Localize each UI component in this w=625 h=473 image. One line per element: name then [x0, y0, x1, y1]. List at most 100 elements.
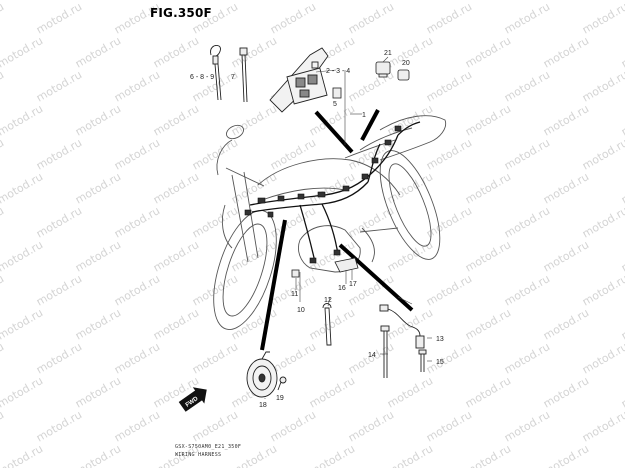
watermark-text: motod.ru: [580, 272, 625, 308]
callout-leaders: [264, 56, 432, 399]
watermark-text: motod.ru: [502, 340, 552, 376]
callout-21: 21: [384, 50, 392, 57]
watermark-text: motod.ru: [502, 136, 552, 172]
watermark-text: motod.ru: [580, 340, 625, 376]
watermark-text: motod.ru: [502, 68, 552, 104]
watermark-text: motod.ru: [0, 204, 6, 240]
watermark-text: motod.ru: [112, 272, 162, 308]
watermark-text: motod.ru: [34, 0, 84, 36]
watermark-text: motod.ru: [0, 306, 45, 342]
watermark-text: motod.ru: [151, 306, 201, 342]
watermark-text: motod.ru: [151, 0, 201, 3]
watermark-text: motod.ru: [73, 170, 123, 206]
watermark-text: motod.ru: [34, 272, 84, 308]
watermark-text: motod.ru: [619, 170, 625, 206]
fuse-part-5: [332, 87, 342, 99]
watermark-text: motod.ru: [424, 204, 474, 240]
watermark-text: motod.ru: [463, 238, 513, 274]
watermark-text: motod.ru: [580, 204, 625, 240]
leader-arrows: [260, 109, 414, 351]
callout-15: 15: [436, 359, 444, 366]
watermark-text: motod.ru: [385, 442, 435, 468]
watermark-text: motod.ru: [0, 272, 6, 308]
watermark-text: motod.ru: [190, 204, 240, 240]
watermark-text: motod.ru: [619, 238, 625, 274]
watermark-text: motod.ru: [541, 306, 591, 342]
watermark-text: motod.ru: [541, 102, 591, 138]
watermark-text: motod.ru: [151, 170, 201, 206]
watermark-text: motod.ru: [112, 340, 162, 376]
watermark-text: motod.ru: [229, 102, 279, 138]
clamp-part-12: [322, 303, 332, 346]
callout-labels: 6 - 8 - 9 7 2 - 3 - 4 5 21 20 1 11 10 16…: [190, 50, 444, 409]
watermark-text: motod.ru: [0, 0, 6, 36]
callout-12: 12: [324, 297, 332, 304]
watermark-text: motod.ru: [190, 136, 240, 172]
watermark-text: motod.ru: [0, 170, 45, 206]
watermark-text: motod.ru: [0, 340, 6, 376]
watermark-text: motod.ru: [151, 102, 201, 138]
watermark-text: motod.ru: [73, 374, 123, 410]
watermark-text: motod.ru: [229, 238, 279, 274]
callout-2-3-4: 2 - 3 - 4: [326, 68, 350, 75]
figure-title: FIG.350F: [150, 6, 212, 20]
relay-part-20: [397, 69, 410, 81]
watermark-text: motod.ru: [619, 374, 625, 410]
watermark-text: motod.ru: [502, 272, 552, 308]
watermark-text: motod.ru: [619, 442, 625, 468]
watermark-text: motod.ru: [502, 0, 552, 36]
watermark-text: motod.ru: [229, 34, 279, 70]
watermark-text: motod.ru: [0, 102, 45, 138]
watermark-text: motod.ru: [268, 136, 318, 172]
watermark-text: motod.ru: [73, 34, 123, 70]
watermark-text: motod.ru: [463, 442, 513, 468]
watermark-text: motod.ru: [190, 272, 240, 308]
watermark-text: motod.ru: [619, 306, 625, 342]
watermark-text: motod.ru: [34, 340, 84, 376]
watermark-text: motod.ru: [190, 408, 240, 444]
watermark-text: motod.ru: [0, 34, 45, 70]
clip-part-11: [291, 269, 300, 278]
watermark-text: motod.ru: [463, 170, 513, 206]
watermark-text: motod.ru: [541, 374, 591, 410]
watermark-text: motod.ru: [73, 238, 123, 274]
watermark-text: motod.ru: [73, 0, 123, 3]
callout-17: 17: [349, 281, 357, 288]
watermark-text: motod.ru: [0, 136, 6, 172]
bolt-part-15: [418, 349, 427, 372]
watermark-text: motod.ru: [463, 102, 513, 138]
watermark-text: motod.ru: [580, 408, 625, 444]
watermark-text: motod.ru: [112, 68, 162, 104]
callout-14: 14: [368, 352, 376, 359]
watermark-text: motod.ru: [424, 68, 474, 104]
watermark-text: motod.ru: [73, 102, 123, 138]
callout-6-8-9: 6 - 8 - 9: [190, 74, 214, 81]
watermark-text: motod.ru: [580, 136, 625, 172]
callout-11: 11: [291, 291, 298, 298]
motorcycle-outline: [213, 115, 447, 330]
harness-connectors: [244, 125, 402, 264]
watermark-text: motod.ru: [541, 442, 591, 468]
figure-name: WIRING HARNESS: [175, 452, 222, 458]
watermark-text: motod.ru: [580, 68, 625, 104]
watermark-text: motod.ru: [0, 238, 45, 274]
cable-tie-part-6: [210, 45, 222, 101]
watermark-text: motod.ru: [34, 136, 84, 172]
watermark-text: motod.ru: [34, 68, 84, 104]
watermark-text: motod.ru: [463, 0, 513, 3]
watermark-text: motod.ru: [541, 170, 591, 206]
watermark-text: motod.ru: [424, 0, 474, 36]
callout-20: 20: [402, 60, 410, 67]
watermark-text: motod.ru: [541, 34, 591, 70]
watermark-text: motod.ru: [73, 442, 123, 468]
watermark-text: motod.ru: [0, 0, 45, 3]
watermark-text: motod.ru: [346, 204, 396, 240]
watermark-text: motod.ru: [307, 374, 357, 410]
watermark-text: motod.ru: [580, 0, 625, 36]
watermark-text: motod.ru: [268, 0, 318, 36]
relay-part-21: [375, 61, 391, 78]
watermark-text: motod.ru: [424, 272, 474, 308]
watermark-text: motod.ru: [34, 408, 84, 444]
